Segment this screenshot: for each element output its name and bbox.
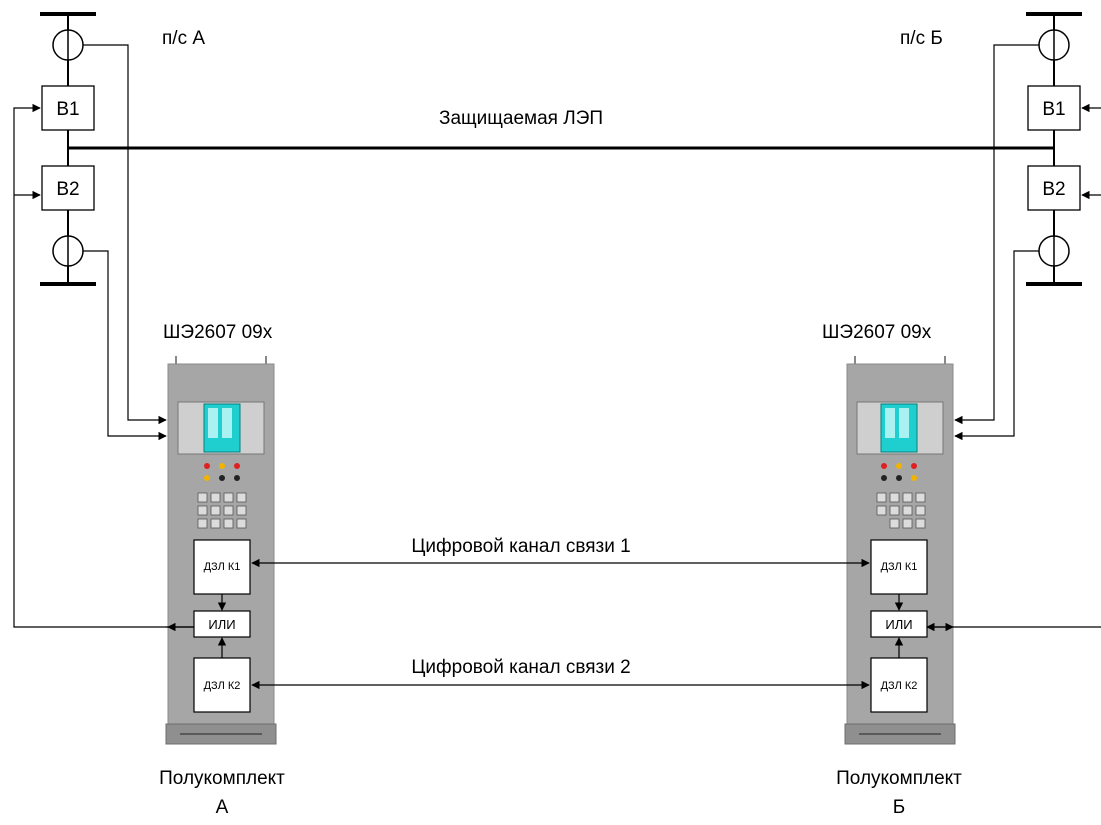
dzl-k1-a (193, 539, 251, 595)
ct-wiring-a (83, 44, 167, 441)
cabinet-b-caption-letter: Б (893, 797, 905, 818)
channel-2-label: Цифровой канал связи 2 (411, 657, 630, 678)
cabinet-b-caption: Полукомплект (836, 768, 962, 789)
substation-b: В1 В2 п/с Б (900, 12, 1082, 286)
dzl-k1-b (870, 539, 928, 595)
breaker-b2-label: В2 (1042, 179, 1065, 200)
dzl-k2-a-label: ДЗЛ К2 (204, 680, 241, 692)
cabinet-a-model: ШЭ2607 09х (163, 322, 273, 343)
cabinet-b: ШЭ2607 09х ДЗЛ К1 ИЛИ ДЗЛ К2 Полукомплек… (822, 322, 962, 818)
substation-b-label: п/с Б (900, 28, 943, 49)
channel-1-label: Цифровой канал связи 1 (411, 536, 630, 557)
cabinet-a: ШЭ2607 09х ДЗЛ К1 ИЛИ ДЗЛ К2 Полукомплек… (159, 322, 285, 818)
breaker-a2-label: В2 (56, 179, 79, 200)
dzl-k1-b-label: ДЗЛ К1 (881, 561, 918, 573)
dzl-k2-b (870, 657, 928, 713)
breaker-a1-label: В1 (56, 99, 79, 120)
cabinet-b-model: ШЭ2607 09х (822, 322, 932, 343)
control-buttons-b (876, 492, 926, 529)
breaker-b1-label: В1 (1042, 99, 1065, 120)
breaker-a2 (41, 165, 95, 211)
substation-a-label: п/с А (162, 28, 205, 49)
protected-line-label: Защищаемая ЛЭП (439, 108, 603, 129)
channel-2: Цифровой канал связи 2 (251, 657, 870, 690)
cabinet-a-caption: Полукомплект (159, 768, 285, 789)
or-gate-b-label: ИЛИ (885, 617, 912, 632)
dzl-k2-b-label: ДЗЛ К2 (881, 680, 918, 692)
dzl-k1-a-label: ДЗЛ К1 (204, 561, 241, 573)
trip-wiring-b (927, 103, 1101, 628)
trip-wiring-a (13, 103, 194, 628)
breaker-b2 (1027, 165, 1081, 211)
ct-wiring-b (954, 44, 1039, 441)
dzl-k2-a (193, 657, 251, 713)
control-buttons-a (197, 492, 247, 529)
cabinet-a-caption-letter: А (216, 797, 229, 818)
channel-1: Цифровой канал связи 1 (251, 536, 870, 568)
or-gate-a-label: ИЛИ (208, 617, 235, 632)
breaker-b1 (1027, 85, 1081, 131)
or-gate-a (193, 610, 251, 638)
substation-a: В1 В2 п/с А (40, 12, 205, 286)
breaker-a1 (41, 85, 95, 131)
